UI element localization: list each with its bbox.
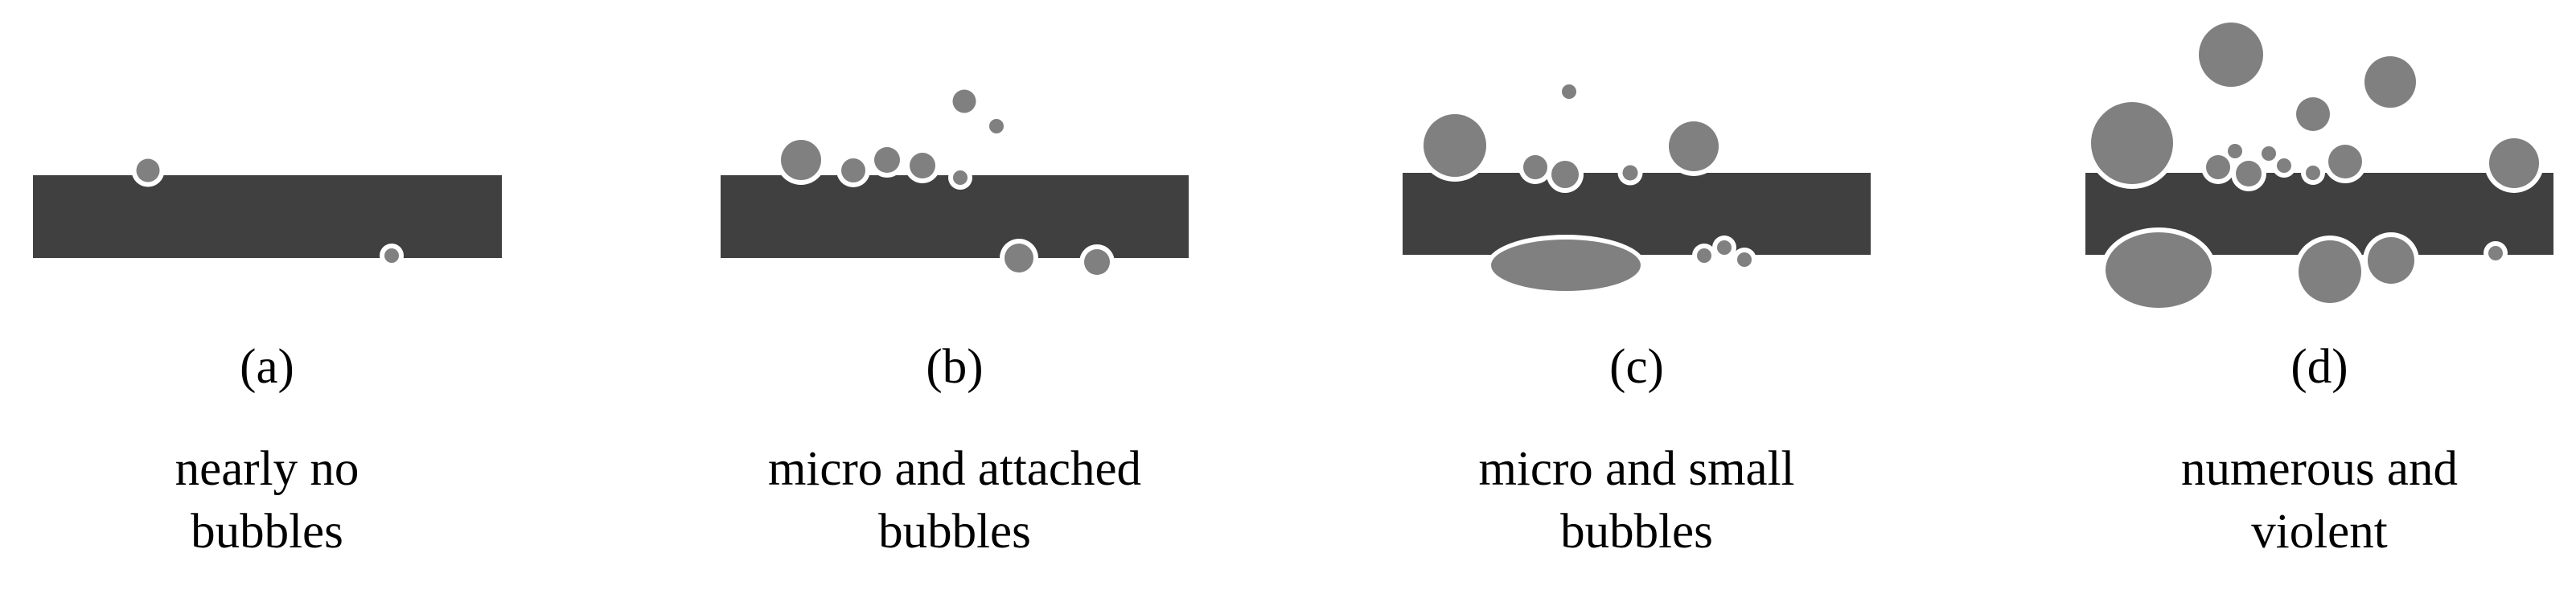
bubble (2364, 56, 2416, 108)
bubble (1523, 155, 1547, 179)
panel-c-caption-line1: micro and small (1478, 442, 1795, 496)
electrode-plate (33, 175, 502, 258)
bubble (2488, 246, 2503, 260)
bubble (2091, 102, 2173, 184)
bubble (2106, 232, 2212, 308)
bubble (1562, 84, 1576, 99)
panel-d-caption: numerous and violent (2038, 438, 2576, 563)
bubble (1697, 248, 1711, 263)
panel-d-graphic (2085, 23, 2553, 313)
bubble (1424, 114, 1486, 177)
panel-d-label: (d) (2290, 340, 2348, 394)
bubble (2206, 155, 2230, 179)
panel-b-graphic (721, 89, 1189, 280)
bubble (953, 170, 968, 185)
bubble (841, 158, 865, 182)
electrode-plate (1403, 173, 1871, 255)
bubble (874, 147, 900, 173)
bubble (1005, 244, 1033, 272)
panel-a-graphic (33, 154, 502, 268)
bubble (1084, 249, 1110, 275)
bubble (2328, 145, 2362, 178)
electrode-plate (721, 175, 1189, 258)
panel-a-caption: nearly no bubbles (0, 438, 548, 563)
panel-c-graphic (1403, 84, 1871, 296)
bubble (2228, 144, 2242, 158)
panel-a-label: (a) (240, 340, 294, 394)
panel-c-label: (c) (1609, 340, 1664, 394)
bubble (2306, 166, 2320, 180)
bubble (1737, 252, 1752, 267)
bubble (2199, 23, 2263, 87)
panel-a-caption-line1: nearly no (175, 442, 359, 496)
panel-c-caption: micro and small bubbles (1355, 438, 1918, 563)
panel-b-caption: micro and attached bubbles (673, 438, 1236, 563)
panel-b-label: (b) (926, 340, 984, 394)
bubble (2262, 146, 2276, 161)
bubble (1669, 121, 1719, 171)
bubble (781, 140, 821, 180)
bubble (2489, 138, 2539, 188)
bubble (952, 89, 976, 113)
bubble (2368, 237, 2414, 284)
bubble (2296, 97, 2330, 131)
bubble (136, 158, 160, 182)
bubble (2277, 158, 2291, 173)
panel-a-caption-line2: bubbles (191, 505, 343, 559)
bubble (1622, 165, 1638, 181)
panel-d-caption-line1: numerous and (2181, 442, 2458, 496)
bubble (1491, 240, 1641, 291)
bubble (384, 248, 399, 263)
bubble (2236, 161, 2262, 186)
bubble (2299, 240, 2361, 303)
bubble (910, 153, 935, 178)
panel-c-caption-line2: bubbles (1560, 505, 1713, 559)
panel-d-caption-line2: violent (2251, 505, 2388, 559)
bubble (1717, 240, 1732, 255)
bubble (1551, 161, 1579, 188)
panel-b-caption-line1: micro and attached (767, 442, 1142, 496)
panel-b-caption-line2: bubbles (878, 505, 1031, 559)
bubble (989, 119, 1004, 133)
